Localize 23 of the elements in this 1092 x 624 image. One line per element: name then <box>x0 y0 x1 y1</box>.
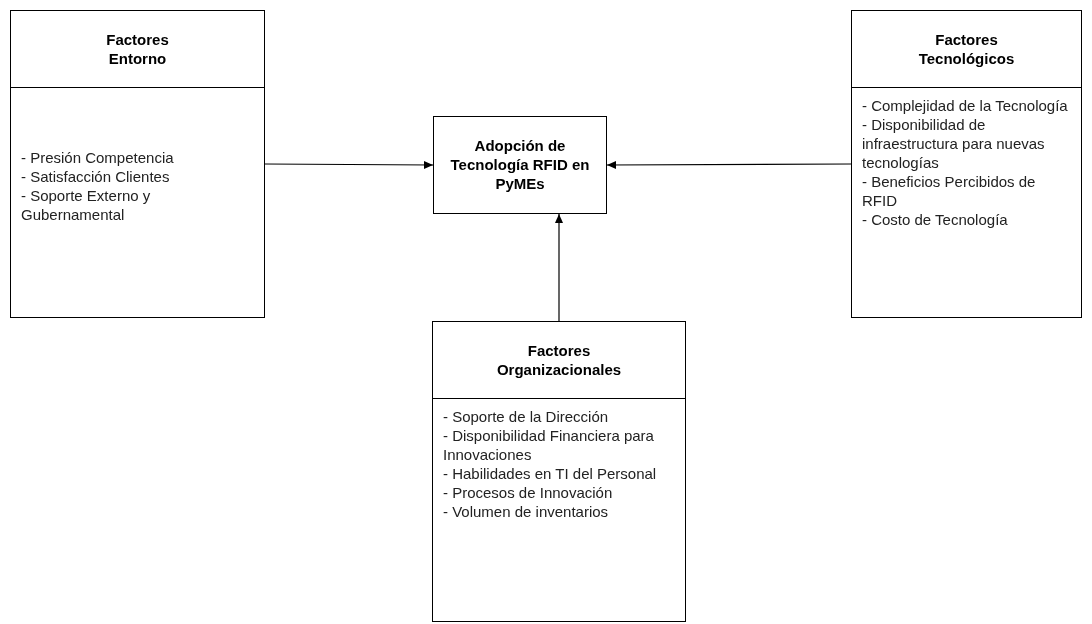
factor-item: - Disponibilidad de infraestructura para nuevas tecnologías <box>862 115 1046 172</box>
factor-item: - Soporte de la Dirección <box>443 407 610 426</box>
factor-box <box>10 10 265 318</box>
factor-item: - Disponibilidad Financiera para Innovaciones <box>443 426 655 464</box>
factor-item: - Habilidades en TI del Personal <box>443 464 658 483</box>
factor-box <box>432 321 686 622</box>
factor-item: - Volumen de inventarios <box>443 502 610 521</box>
box-heading: Adopción de Tecnología RFID en PyMEs <box>449 136 591 193</box>
factor-item: - Beneficios Percibidos de RFID <box>862 172 1037 210</box>
factor-item: - Soporte Externo y Gubernamental <box>21 186 152 224</box>
box-heading: Factores Tecnológicos <box>917 30 1016 68</box>
factor-item: - Presión Competencia <box>21 148 175 167</box>
factor-item: - Costo de Tecnología <box>862 210 1009 229</box>
arrow <box>264 160 434 169</box>
box-heading: Factores Organizacionales <box>495 341 623 379</box>
factor-box <box>851 10 1082 318</box>
factor-item: - Complejidad de la Tecnología <box>862 96 1069 115</box>
factor-item: - Satisfacción Clientes <box>21 167 171 186</box>
arrow <box>606 160 852 169</box>
factor-item: - Procesos de Innovación <box>443 483 614 502</box>
arrow <box>555 213 563 322</box>
factor-box <box>433 116 607 214</box>
box-heading: Factores Entorno <box>105 30 170 68</box>
